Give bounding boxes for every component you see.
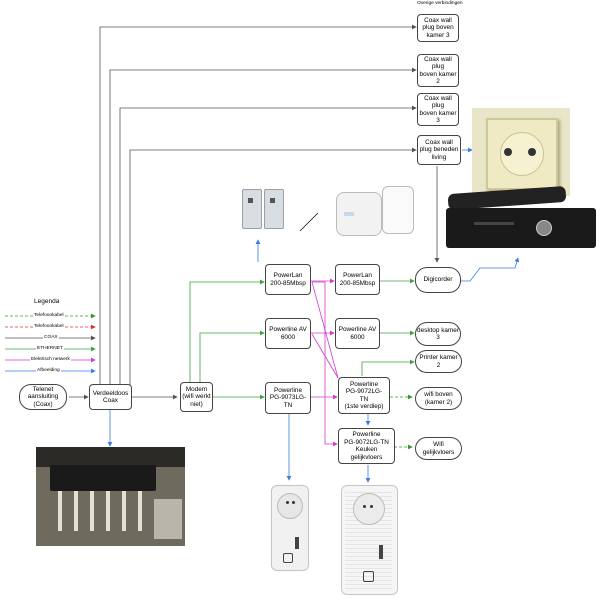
node-verdeeldoos[interactable]: Verdeeldoos Coax xyxy=(89,384,132,410)
ethernet-lines xyxy=(189,278,415,400)
pwr-bus-pg3 xyxy=(312,281,338,447)
img-digicorder xyxy=(460,257,520,282)
node-wifi-gelijkvloers[interactable]: Wifi gelijkvloers xyxy=(415,437,462,460)
node-powerlan-2[interactable]: PowerLan 200-85Mbsp xyxy=(335,264,380,295)
pwr-diag-2 xyxy=(311,333,339,379)
legend-item-2: Telefoonkabel xyxy=(33,324,65,329)
coax-lines xyxy=(69,24,440,400)
eth-modem-av xyxy=(199,330,265,385)
coax-line-2 xyxy=(109,67,417,385)
image-lines xyxy=(107,147,520,483)
node-av-1[interactable]: Powerline AV 6000 xyxy=(265,318,311,349)
node-pg-9073[interactable]: Powerline PG-9073LG- TN xyxy=(265,382,311,414)
pg9072-photo xyxy=(339,483,399,597)
legend-item-1: Telefoonkabel xyxy=(33,313,65,318)
eth-modem-powerlan xyxy=(189,279,265,385)
coax-line-3 xyxy=(119,105,417,385)
node-pg-9072-keuken[interactable]: Powerline PG-9072LG-TN Keuken gelijkvloe… xyxy=(338,428,395,464)
pointer-arrow xyxy=(299,212,319,232)
node-powerlan-1[interactable]: PowerLan 200-85Mbsp xyxy=(265,264,311,295)
adapters-photo-white xyxy=(330,182,420,240)
legend-item-4: ETHERNET xyxy=(36,346,64,351)
node-printer[interactable]: Printer kamer 2 xyxy=(415,350,462,373)
node-coax-3[interactable]: Coax wall plug boven kamer 3 xyxy=(417,93,459,126)
node-coax-4[interactable]: Coax wall plug beneden living xyxy=(417,135,461,165)
coax-line-1 xyxy=(99,24,417,385)
adapters-photo-small xyxy=(240,186,288,232)
node-digicorder[interactable]: Digicorder xyxy=(415,267,461,293)
legend-item-5: Elektrisch netwerk xyxy=(30,357,71,362)
node-coax-1[interactable]: Coax wall plug boven kamer 3 xyxy=(417,14,459,42)
power-lines xyxy=(310,278,339,447)
verdeeldoos-photo xyxy=(36,447,185,546)
legend-item-3: COAX xyxy=(43,335,59,340)
caption-overige: Overige verbindingen xyxy=(417,1,463,6)
pg9073-photo xyxy=(269,483,311,573)
node-av-2[interactable]: Powerline AV 6000 xyxy=(335,318,380,349)
eth-pg2-printer xyxy=(361,359,415,376)
coax-line-4 xyxy=(129,147,417,385)
pwr-diag-1 xyxy=(311,281,339,379)
node-wifi-boven[interactable]: wifi boven (kamer 2) xyxy=(415,387,462,410)
node-pg-9072-1ste[interactable]: Powerline PG-9072LG- TN (1ste verdiep) xyxy=(338,377,390,414)
legend-item-6: Afbeelding xyxy=(36,368,61,373)
digicorder-photo xyxy=(444,186,600,254)
node-modem[interactable]: Modem (wifi werkt niet) xyxy=(180,382,213,412)
node-desktop[interactable]: desktop kamer 3 xyxy=(415,322,461,346)
wifi-lines xyxy=(390,394,413,450)
legend-title: Legenda xyxy=(34,298,60,305)
node-telenet[interactable]: Telenet aansluiting (Coax) xyxy=(19,384,67,410)
node-coax-2[interactable]: Coax wall plug boven kamer 2 xyxy=(417,54,459,87)
wallplug-photo xyxy=(472,108,570,196)
